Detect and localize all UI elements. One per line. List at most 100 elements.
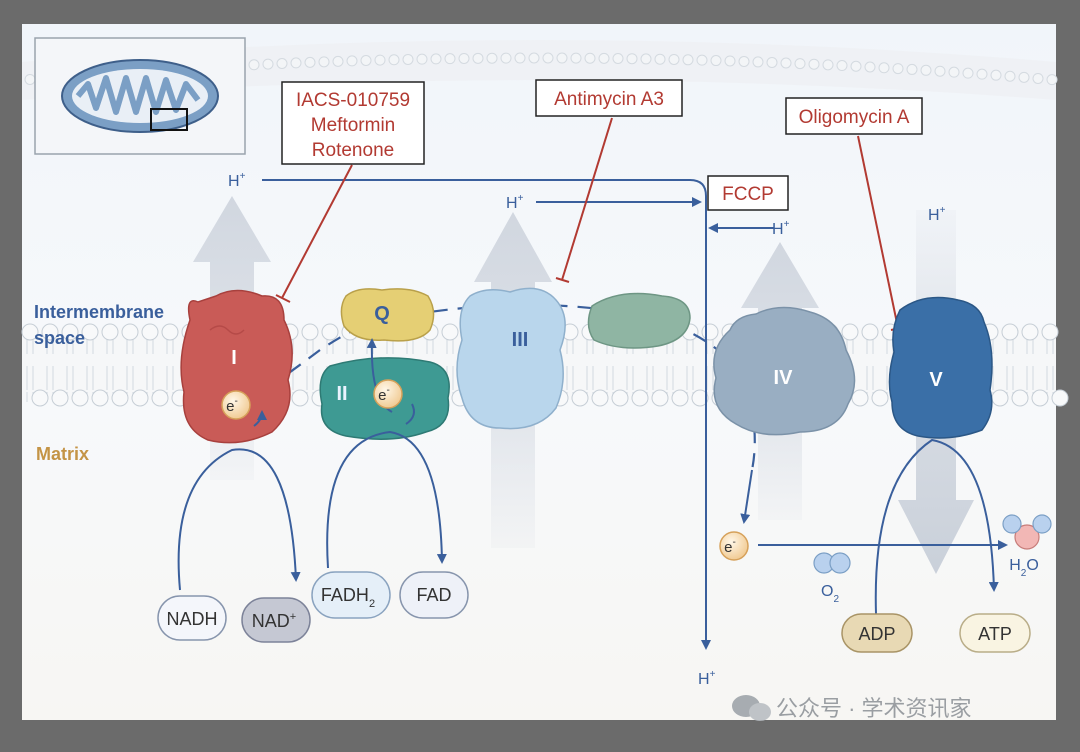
intermembrane-label-2: space: [34, 328, 85, 348]
lipid-head: [948, 66, 960, 78]
lipid-head: [766, 56, 778, 68]
lipid-head: [514, 52, 526, 64]
complex-v: [888, 296, 993, 439]
mitochondrion-inset: [34, 37, 246, 155]
lipid-head: [906, 63, 918, 75]
svg-text:FADH2: FADH2: [321, 585, 375, 610]
lipid-head: [871, 389, 889, 407]
intermembrane-label-1: Intermembrane: [34, 302, 164, 322]
water-molecule: H2O: [1002, 514, 1052, 579]
lipid-head: [374, 54, 386, 66]
lipid-head: [962, 67, 974, 79]
lipid-head: [430, 53, 442, 65]
metabolite-atp: ATP: [959, 613, 1031, 653]
lipid-head: [318, 56, 330, 68]
lipid-head: [71, 389, 89, 407]
complex-ii-label: II: [336, 383, 347, 405]
inset-zoom-box: [150, 108, 188, 131]
lipid-head: [591, 389, 609, 407]
lipid-head: [1032, 72, 1044, 84]
lipid-head: [612, 53, 624, 65]
lipid-head: [682, 54, 694, 66]
uncoupler-box-fccp: FCCP: [707, 175, 789, 211]
lipid-head: [808, 58, 820, 70]
svg-text:NADH: NADH: [166, 609, 217, 629]
lipid-head: [654, 53, 666, 65]
lipid-head: [934, 65, 946, 77]
inhibitor-iacs-010759: IACS-010759: [296, 90, 410, 111]
lipid-head: [276, 58, 288, 69]
lipid-head: [864, 61, 876, 73]
metabolite-fadh2: FADH2: [311, 571, 391, 619]
lipid-head: [1051, 389, 1069, 407]
lipid-head: [710, 55, 722, 67]
lipid-head: [402, 53, 414, 65]
svg-text:H2O: H2O: [1009, 557, 1039, 579]
lipid-head: [640, 53, 652, 65]
metabolite-fad: FAD: [399, 571, 469, 619]
svg-text:e-: e-: [724, 537, 736, 556]
lipid-head: [31, 389, 49, 407]
complex-iii: [456, 287, 566, 430]
lipid-head: [861, 323, 879, 341]
lipid-head: [486, 52, 498, 64]
matrix-label: Matrix: [36, 444, 89, 464]
lipid-head: [41, 323, 59, 341]
lipid-head: [141, 323, 159, 341]
inhibitor-rotenone: Rotenone: [312, 140, 394, 161]
lipid-head: [458, 52, 470, 64]
proton-label-matrix: H+: [698, 669, 716, 688]
lipid-head: [598, 52, 610, 64]
lipid-head: [61, 323, 79, 341]
metabolite-arrows: [177, 338, 1008, 615]
lipid-head: [691, 389, 709, 407]
lipid-head: [441, 323, 459, 341]
lipid-head: [878, 62, 890, 74]
inhibitor-antimycin-a3: Antimycin A3: [554, 89, 664, 110]
complex-i-label: I: [231, 347, 237, 369]
oxygen-molecule: O2: [813, 552, 851, 605]
lipid-head: [301, 323, 319, 341]
watermark: 公众号 · 学术资讯家: [732, 695, 972, 721]
inhibitor-box-complex-i: IACS-010759 Meftormin Rotenone: [281, 81, 425, 165]
lipid-head: [738, 55, 750, 67]
complex-iv-label: IV: [774, 367, 794, 389]
metabolite-adp: ADP: [841, 613, 913, 653]
electron-complex-ii: e-: [373, 379, 403, 409]
lipid-head: [1031, 389, 1049, 407]
watermark-text: 公众号 · 学术资讯家: [776, 696, 972, 721]
svg-text:NAD+: NAD+: [252, 611, 296, 631]
lipid-head: [631, 389, 649, 407]
inhibitor-metformin: Meftormin: [311, 115, 395, 136]
lipid-head: [262, 58, 274, 70]
lipid-head: [472, 52, 484, 64]
lipid-head: [321, 323, 339, 341]
lipid-head: [51, 389, 69, 407]
inhibitor-box-complex-iii: Antimycin A3: [535, 79, 683, 117]
lipid-head: [161, 323, 179, 341]
lipid-head: [850, 60, 862, 72]
metabolite-nadh: NADH: [157, 595, 227, 641]
inhibitor-lines: [275, 117, 906, 331]
lipid-head: [920, 64, 932, 76]
proton-label-complex-iii: H+: [506, 193, 524, 212]
lipid-head: [121, 323, 139, 341]
coenzyme-q: [340, 288, 435, 342]
lipid-head: [990, 69, 1002, 81]
lipid-head: [81, 323, 99, 341]
lipid-head: [332, 55, 344, 67]
lipid-head: [701, 323, 719, 341]
svg-text:ATP: ATP: [978, 624, 1012, 644]
complex-i: [180, 289, 293, 444]
inhibitor-box-complex-v: Oligomycin A: [785, 97, 923, 135]
lipid-head: [131, 389, 149, 407]
lipid-head: [1046, 74, 1058, 86]
lipid-head: [671, 389, 689, 407]
proton-label-complex-iv: H+: [772, 219, 790, 238]
svg-text:O2: O2: [821, 583, 839, 605]
membrane-bridge-protein: [587, 292, 691, 349]
svg-text:e-: e-: [226, 396, 238, 415]
lipid-head: [24, 73, 36, 85]
lipid-head: [752, 56, 764, 68]
